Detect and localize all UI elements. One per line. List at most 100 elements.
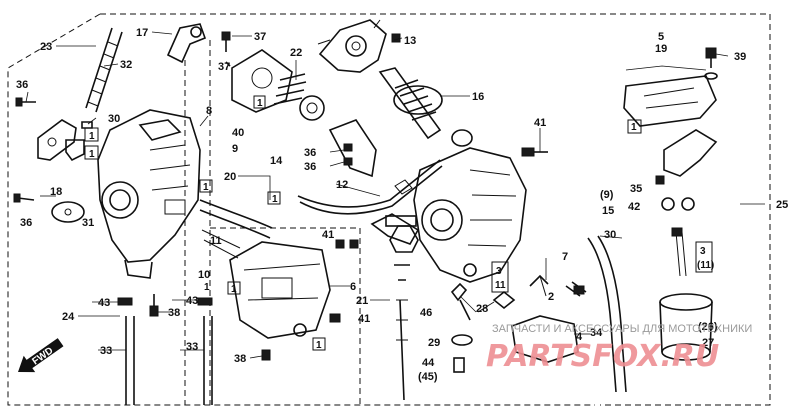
callout-11: 11 <box>495 280 506 291</box>
float-chamber-6 <box>229 241 331 339</box>
callout-42: 42 <box>628 201 640 213</box>
callout-28: 28 <box>476 303 488 315</box>
tube-33-center <box>203 316 213 405</box>
assembly-boundary <box>7 13 771 406</box>
callout-15: 15 <box>602 205 614 217</box>
bracket-18 <box>37 119 77 161</box>
fuel-line-34 <box>587 235 627 393</box>
float-4 <box>511 315 579 363</box>
callout-29: 29 <box>428 337 440 349</box>
tube-32 <box>85 27 123 113</box>
callout-35: 35 <box>630 183 642 195</box>
callout-37: 37 <box>254 31 266 43</box>
watermark: ЗАПЧАСТИ И АКСЕССУАРЫ ДЛЯ МОТОТЕХНИКИ PA… <box>486 323 752 374</box>
callout-41: 41 <box>322 229 334 241</box>
callout-1: 1 <box>272 194 278 205</box>
callout-36: 36 <box>20 217 32 229</box>
screw-36-left <box>15 97 36 107</box>
callout-3: 3 <box>700 246 706 257</box>
callout-1: 1 <box>631 122 637 133</box>
callout-24: 24 <box>62 311 75 323</box>
linkage-arm-21 <box>370 213 420 245</box>
throttle-linkage-13 <box>317 19 401 73</box>
callout-39: 39 <box>734 51 746 63</box>
callout-23: 23 <box>40 41 52 53</box>
needle-jet-21 <box>385 215 419 401</box>
callout-36: 36 <box>16 79 28 91</box>
fwd-arrow: FWD <box>18 338 64 373</box>
callout-4: 4 <box>576 331 583 343</box>
screw-43-left <box>117 297 133 306</box>
spring-16 <box>378 67 473 147</box>
callout-1: 1 <box>203 182 209 193</box>
callout-33: 33 <box>100 345 112 357</box>
callout-7: 7 <box>562 251 568 263</box>
callout-19: 19 <box>655 43 667 55</box>
callout-1: 1 <box>204 282 210 293</box>
callout-38: 38 <box>168 307 180 319</box>
callout-(26): (26) <box>698 321 718 333</box>
callout-(9): (9) <box>600 189 614 201</box>
callout-30: 30 <box>108 113 120 125</box>
callout-13: 13 <box>404 35 416 47</box>
screw-38-center <box>261 349 271 361</box>
callout-43: 43 <box>98 297 110 309</box>
washer-29 <box>451 334 473 346</box>
callout-27: 27 <box>702 337 714 349</box>
callout-18: 18 <box>50 186 62 198</box>
callout-31: 31 <box>82 217 94 229</box>
screw-38-left <box>149 294 159 317</box>
callout-36: 36 <box>304 147 316 159</box>
callout-46: 46 <box>420 307 432 319</box>
choke-lever-17 <box>166 23 207 64</box>
callout-9: 9 <box>232 143 238 155</box>
callout-14: 14 <box>270 155 283 167</box>
screw-41-low <box>329 313 341 323</box>
callout-1: 1 <box>316 340 322 351</box>
pin-7 <box>565 281 587 297</box>
watermark-brand: PARTSFOX.RU <box>486 339 719 374</box>
screw-41-top <box>521 147 548 157</box>
sub-assembly-boundary-center <box>184 40 361 405</box>
cup-27 <box>659 293 713 361</box>
callout-37: 37 <box>218 61 230 73</box>
callout-22: 22 <box>290 47 302 59</box>
callout-16: 16 <box>472 91 484 103</box>
jet-46 <box>450 282 471 321</box>
callout-(45): (45) <box>418 371 438 383</box>
callout-3: 3 <box>496 266 502 277</box>
callout-20: 20 <box>224 171 236 183</box>
tube-33-left <box>125 316 135 405</box>
bracket-center-36 <box>328 119 377 178</box>
callout-10: 10 <box>198 269 210 281</box>
spring-22 <box>273 73 325 121</box>
bolt-39 <box>704 47 718 80</box>
callout-44: 44 <box>422 357 435 369</box>
reference-boxes <box>84 95 713 351</box>
callout-1: 1 <box>89 149 95 160</box>
callout-36: 36 <box>304 161 316 173</box>
plate-31 <box>51 201 85 223</box>
callout-12: 12 <box>336 179 348 191</box>
callout-5: 5 <box>658 31 664 43</box>
callout-6: 6 <box>350 281 356 293</box>
callout-2: 2 <box>548 291 554 303</box>
callout-17: 17 <box>136 27 148 39</box>
screw-41-mid <box>335 239 359 249</box>
tube-20 <box>199 199 273 259</box>
spring-26 <box>671 227 687 277</box>
callout-8: 8 <box>206 105 212 117</box>
callout-21: 21 <box>356 295 368 307</box>
callout-38: 38 <box>234 353 246 365</box>
callout-25: 25 <box>776 199 788 211</box>
linkage-15 <box>655 129 718 211</box>
watermark-text: ЗАПЧАСТИ И АКСЕССУАРЫ ДЛЯ МОТОТЕХНИКИ <box>492 323 752 335</box>
leader-lines <box>25 31 765 359</box>
callout-30: 30 <box>604 229 616 241</box>
jet-44 <box>453 357 465 373</box>
callout-1: 1 <box>257 98 263 109</box>
callout-(11): (11) <box>697 260 714 271</box>
pin-2 <box>529 274 549 297</box>
callout-34: 34 <box>590 327 603 339</box>
